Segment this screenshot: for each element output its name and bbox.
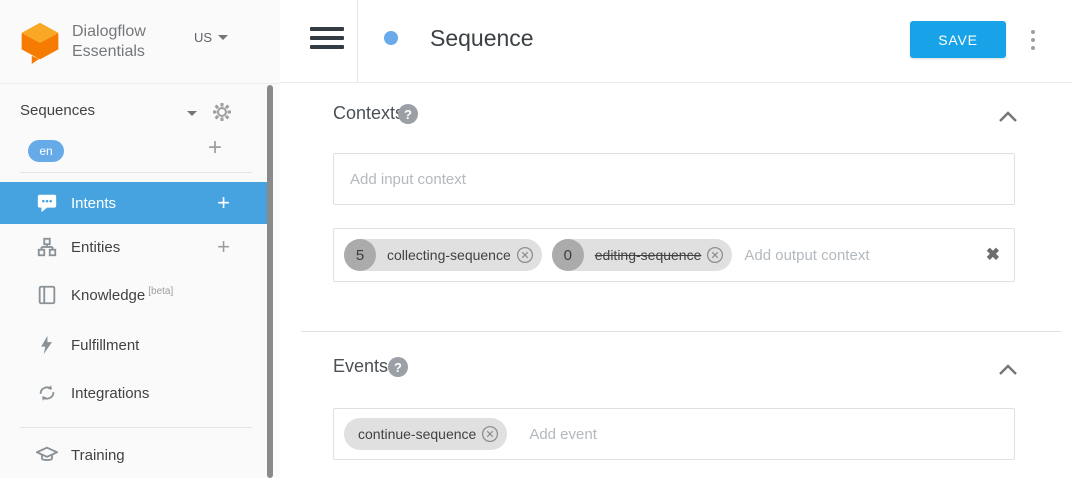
book-icon [36, 284, 58, 306]
graduation-cap-icon [36, 444, 58, 466]
event-placeholder: Add event [529, 425, 597, 443]
main-area: Sequence SAVE Contexts ? Add input conte… [280, 0, 1072, 478]
entity-tree-icon [36, 236, 58, 258]
contexts-heading: Contexts [333, 103, 405, 123]
output-context-chip: 5 collecting-sequence [344, 239, 542, 271]
clear-contexts-icon[interactable]: ✖ [985, 245, 1000, 264]
more-options-icon[interactable] [1028, 28, 1038, 52]
sidebar-item-label: Intents [71, 194, 117, 212]
sidebar-item-label: Training [71, 446, 125, 464]
main-header: Sequence SAVE [280, 0, 1072, 83]
sidebar-item-label: Integrations [71, 384, 150, 402]
sidebar-header: Dialogflow Essentials US [0, 0, 280, 84]
output-context-chip: 0 editing-sequence [551, 239, 733, 271]
event-field[interactable]: continue-sequence Add event [333, 408, 1015, 460]
beta-tag: [beta] [148, 286, 174, 297]
chat-bubble-icon [36, 192, 58, 214]
help-icon[interactable]: ? [398, 104, 418, 124]
sidebar-divider [20, 427, 252, 428]
sidebar-item-label: Knowledge[beta] [71, 286, 174, 304]
chevron-up-icon[interactable] [998, 363, 1018, 381]
agent-selector-row: Sequences [0, 98, 262, 128]
chevron-up-icon[interactable] [998, 110, 1018, 128]
intent-status-dot [384, 31, 398, 45]
sidebar-item-fulfillment[interactable]: Fulfillment [0, 324, 272, 366]
lifespan-badge: 5 [344, 239, 376, 271]
sidebar: Dialogflow Essentials US Sequences en + [0, 0, 280, 478]
sidebar-item-entities[interactable]: Entities + [0, 226, 272, 268]
remove-chip-icon[interactable] [481, 425, 499, 443]
add-entity-button[interactable]: + [217, 234, 230, 259]
brand-line1: Dialogflow [72, 23, 146, 40]
remove-chip-icon[interactable] [516, 246, 534, 264]
dialogflow-logo-icon [18, 20, 62, 69]
sidebar-item-training[interactable]: Training [0, 434, 272, 476]
help-icon[interactable]: ? [388, 357, 408, 377]
gear-icon[interactable] [210, 100, 234, 129]
chevron-down-icon [218, 35, 229, 40]
chevron-down-icon[interactable] [187, 111, 197, 116]
chip-label: continue-sequence [358, 426, 477, 442]
locale-row: en + [0, 134, 262, 164]
sidebar-divider [20, 172, 252, 173]
add-intent-button[interactable]: + [217, 190, 230, 215]
region-label: US [194, 30, 213, 45]
events-heading: Events [333, 356, 389, 376]
sidebar-item-label: Entities [71, 238, 121, 256]
chip-label: collecting-sequence [387, 247, 511, 263]
header-divider [357, 0, 358, 83]
sidebar-item-integrations[interactable]: Integrations [0, 372, 272, 414]
sidebar-item-knowledge[interactable]: Knowledge[beta] [0, 274, 272, 316]
sidebar-item-label: Fulfillment [71, 336, 140, 354]
sidebar-scrollbar[interactable] [267, 85, 273, 478]
chip-label: editing-sequence [594, 247, 702, 263]
sidebar-item-intents[interactable]: Intents + [0, 182, 272, 224]
event-chip: continue-sequence [344, 418, 508, 450]
page-title: Sequence [430, 25, 534, 51]
agent-name[interactable]: Sequences [20, 102, 96, 119]
input-context-field[interactable]: Add input context [333, 153, 1015, 205]
brand-name: Dialogflow Essentials [72, 22, 146, 62]
lifespan-badge: 0 [551, 239, 584, 271]
sync-icon [36, 382, 58, 404]
add-locale-button[interactable]: + [208, 134, 223, 161]
output-context-field[interactable]: 5 collecting-sequence 0 editing-sequence… [333, 228, 1015, 282]
locale-badge[interactable]: en [28, 140, 64, 162]
section-divider [301, 331, 1061, 332]
brand-line2: Essentials [72, 43, 145, 60]
save-button[interactable]: SAVE [910, 21, 1006, 58]
input-context-placeholder: Add input context [350, 170, 466, 188]
remove-chip-icon[interactable] [706, 246, 724, 264]
region-selector[interactable]: US [194, 30, 229, 45]
output-context-placeholder: Add output context [744, 246, 870, 264]
hamburger-menu-icon[interactable] [310, 27, 344, 54]
lightning-icon [36, 334, 58, 356]
